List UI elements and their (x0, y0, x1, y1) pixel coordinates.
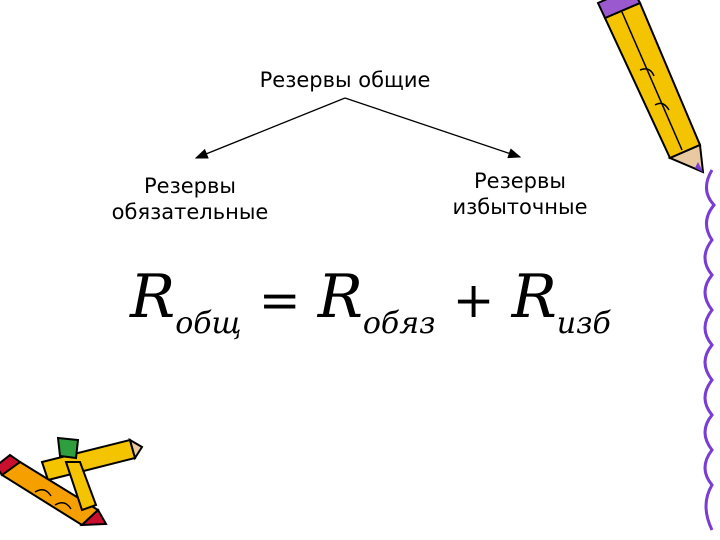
pencil-top-right-icon (596, 0, 705, 174)
squiggle-border-icon (703, 169, 716, 531)
formula-lhs-subscript: общ (175, 306, 242, 341)
left-node-label: Резервы обязательные (111, 174, 269, 224)
pencils-bottom-left-icon (0, 436, 144, 527)
formula-lhs: R (130, 262, 176, 332)
formula-term1-subscript: обяз (362, 306, 436, 341)
formula-term2: R (511, 262, 557, 332)
arrow-to-left (194, 97, 346, 159)
arrow-to-right (344, 97, 522, 159)
formula: Rобщ = Rобяз + Rизб (130, 262, 611, 341)
formula-term1: R (317, 262, 363, 332)
right-node-label: Резервы избыточные (452, 169, 588, 219)
formula-equals: = (258, 271, 301, 329)
formula-term2-subscript: изб (556, 306, 611, 341)
formula-plus: + (452, 271, 495, 329)
root-node-label: Резервы общие (259, 68, 431, 92)
